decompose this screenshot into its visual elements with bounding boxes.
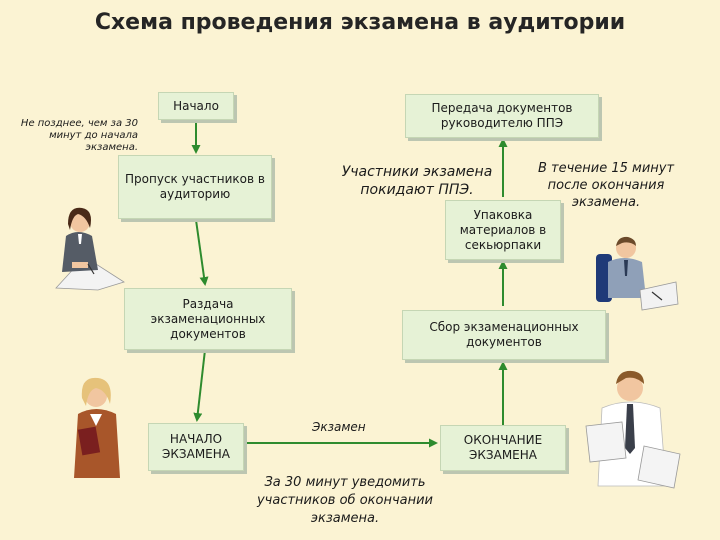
man-at-desk-icon: [596, 236, 679, 311]
node-start: Начало: [158, 92, 234, 120]
node-distribution: Раздача экзаменационных документов: [124, 288, 292, 350]
note-participants-leave: Участники экзамена покидают ППЭ.: [341, 164, 493, 198]
note-before-start: Не позднее, чем за 30 минут до начала эк…: [20, 118, 138, 153]
arrow-distribution-to-exam-start: [193, 349, 206, 422]
note-within-15: В течение 15 минут после окончания экзам…: [537, 161, 675, 210]
note-notify-30: За 30 минут уведомить участников об окон…: [256, 475, 433, 526]
node-exam-end: ОКОНЧАНИЕ ЭКЗАМЕНА: [440, 425, 566, 471]
node-handover: Передача документов руководителю ППЭ: [405, 94, 599, 138]
man-with-papers-icon: [585, 370, 681, 489]
node-exam-start: НАЧАЛО ЭКЗАМЕНА: [148, 423, 244, 471]
node-admission: Пропуск участников в аудиторию: [118, 155, 272, 219]
woman-with-folder-icon: [74, 377, 120, 478]
edge-label-exam: Экзамен: [312, 420, 366, 434]
node-packing: Упаковка материалов в секьюрпаки: [445, 200, 561, 260]
arrow-admission-to-distribution: [195, 219, 209, 286]
node-collection: Сбор экзаменационных документов: [402, 310, 606, 360]
woman-at-desk-icon: [55, 207, 125, 291]
page-title: Схема проведения экзамена в аудитории: [94, 10, 626, 35]
